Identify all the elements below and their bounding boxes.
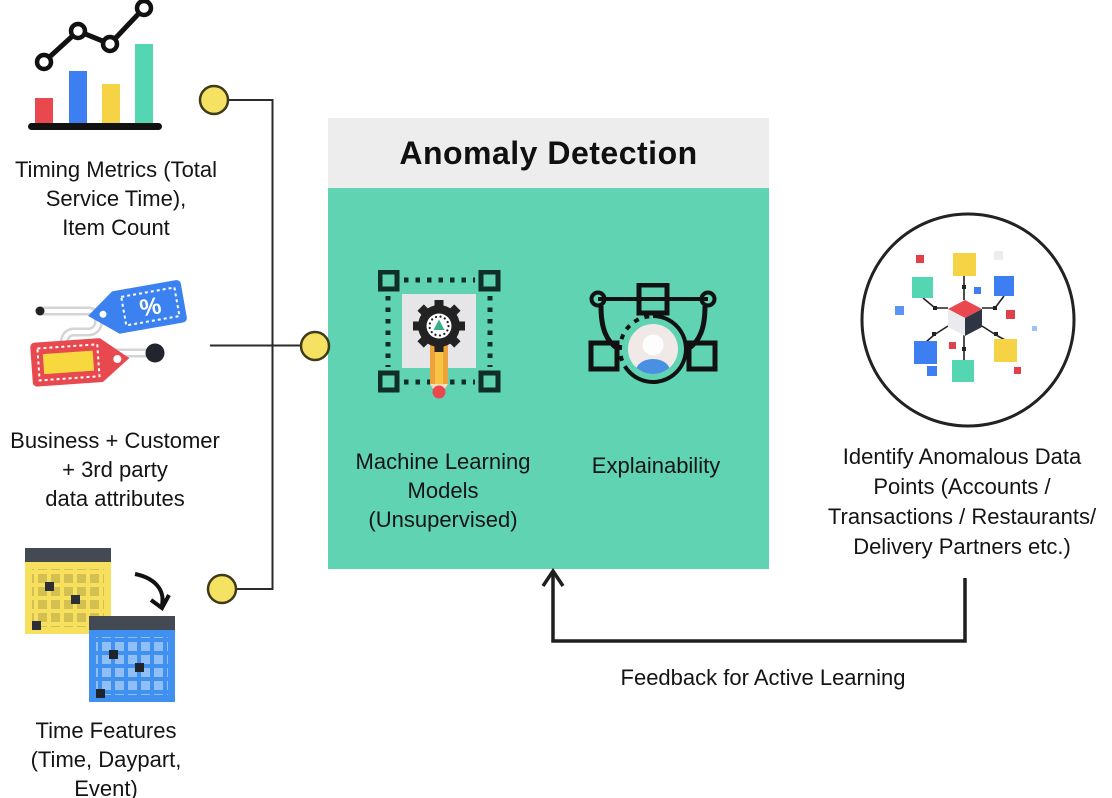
explainability-icon <box>588 283 718 384</box>
process-box-body <box>328 188 769 569</box>
calendar-arrow <box>134 572 171 611</box>
input-label-time-features: Time Features (Time, Daypart, Event) <box>30 718 182 798</box>
process-box-header: Anomaly Detection <box>328 118 769 188</box>
yellow-calendar <box>25 548 111 634</box>
calendars-icon <box>25 548 175 702</box>
gear <box>413 300 465 352</box>
ml-models-icon <box>378 270 501 399</box>
feedback-arrow-path <box>551 574 967 643</box>
connector-node-bottom <box>206 573 238 605</box>
input-label-timing-metrics: Timing Metrics (Total Service Time), Ite… <box>14 157 218 240</box>
bar-chart-icon <box>28 0 162 130</box>
feedback-arrow <box>541 567 967 643</box>
avatar-ring-solid <box>626 314 688 384</box>
bar-red <box>35 98 53 126</box>
chart-baseline <box>28 123 162 130</box>
avatar <box>628 324 678 374</box>
process-label-ml-models: Machine Learning Models (Unsupervised) <box>355 449 531 532</box>
string-big-dot <box>145 343 165 363</box>
string-end-dot <box>35 306 45 316</box>
bar-blue <box>69 71 87 126</box>
process-label-explainability: Explainability <box>591 453 721 478</box>
data-point-squares <box>912 253 1017 382</box>
network-nodes <box>932 285 998 351</box>
scatter-squares <box>895 251 1037 376</box>
output-label: Identify Anomalous Data Points (Accounts… <box>827 444 1097 559</box>
trend-line <box>42 6 146 64</box>
blue-calendar <box>89 616 175 702</box>
feedback-arrowhead <box>541 567 565 587</box>
anomalous-data-icon <box>860 212 1076 428</box>
red-price-tag <box>30 338 130 387</box>
feedback-label: Feedback for Active Learning <box>620 665 906 690</box>
avatar-ring-dashed <box>617 314 654 372</box>
bezier-handles <box>588 283 718 372</box>
connector-node-top <box>198 84 230 116</box>
connector-node-middle <box>299 330 331 362</box>
process-title: Anomaly Detection <box>399 134 698 171</box>
connector-lines <box>210 99 301 590</box>
blue-discount-tag: % <box>88 280 187 334</box>
bar-mint <box>135 44 153 126</box>
center-cube <box>948 300 982 336</box>
bar-yellow <box>102 84 120 126</box>
input-label-data-attributes: Business + Customer + 3rd party data att… <box>10 428 220 511</box>
price-tags-icon: % <box>30 280 187 387</box>
percent-glyph: % <box>138 292 164 322</box>
